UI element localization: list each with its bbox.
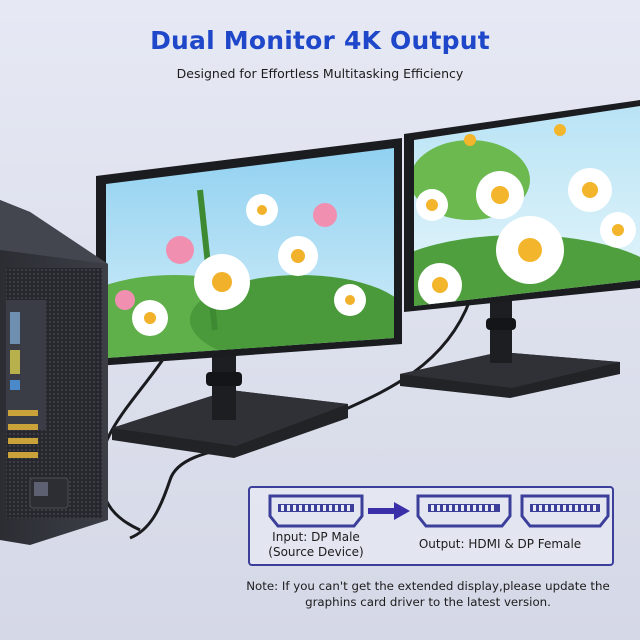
right-monitor bbox=[404, 100, 640, 312]
dp-female-port-icon bbox=[520, 494, 610, 528]
note-line2: graphins card driver to the latest versi… bbox=[305, 595, 551, 609]
pc-tower bbox=[0, 200, 108, 545]
arrow-right-icon bbox=[368, 502, 410, 520]
page-title: Dual Monitor 4K Output bbox=[150, 26, 490, 55]
input-label: Input: DP Male (Source Device) bbox=[252, 530, 380, 560]
page-subtitle: Designed for Effortless Multitasking Eff… bbox=[176, 66, 464, 81]
input-label-line2: (Source Device) bbox=[268, 545, 364, 559]
output-label: Output: HDMI & DP Female bbox=[418, 537, 582, 551]
left-monitor-stand bbox=[112, 340, 348, 458]
hdmi-female-port-icon bbox=[416, 494, 512, 528]
dp-male-connector-icon bbox=[268, 494, 364, 528]
input-label-line1: Input: DP Male bbox=[272, 530, 360, 544]
driver-note: Note: If you can't get the extended disp… bbox=[224, 578, 632, 610]
note-line1: Note: If you can't get the extended disp… bbox=[246, 579, 610, 593]
right-monitor-stand bbox=[400, 295, 620, 398]
left-monitor bbox=[96, 138, 402, 366]
